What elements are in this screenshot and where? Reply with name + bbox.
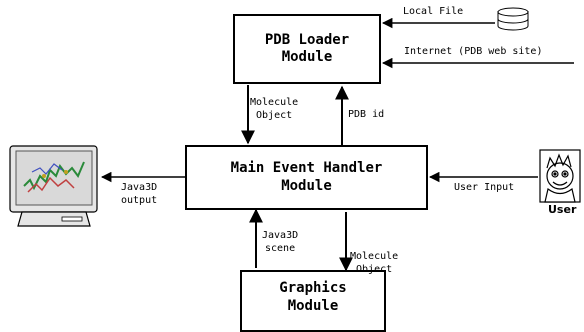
graphics-title: Graphics xyxy=(279,280,347,296)
java3d-scene-line2: scene xyxy=(265,243,296,254)
java3d-scene-label: Java3D scene xyxy=(262,229,298,255)
database-icon xyxy=(497,7,529,31)
internet-label: Internet (PDB web site) xyxy=(404,46,543,57)
pdb-loader-subtitle: Module xyxy=(281,49,333,65)
java3d-output-line2: output xyxy=(121,195,158,206)
molecule-object-label-2-line2: Object xyxy=(356,264,393,275)
pdb-id-label: PDB id xyxy=(348,109,385,120)
user-input-label: User Input xyxy=(454,182,515,193)
molecule-object-label-1-line1: Molecule xyxy=(250,97,299,108)
molecule-object-label-2-line1: Molecule xyxy=(350,251,399,262)
molecule-object-label-2: Molecule Object xyxy=(350,250,398,276)
main-event-handler-module: Main Event Handler Module xyxy=(185,145,428,210)
molecule-object-label-1: Molecule Object xyxy=(250,96,298,122)
user-label: User xyxy=(548,203,577,216)
pdb-loader-module: PDB Loader Module xyxy=(233,14,381,84)
java3d-scene-line1: Java3D xyxy=(262,230,299,241)
graphics-module: Graphics Module xyxy=(240,270,386,332)
molecule-object-label-1-line2: Object xyxy=(256,110,293,121)
local-file-label: Local File xyxy=(403,6,464,17)
monitor-icon xyxy=(9,145,98,227)
java3d-output-label: Java3D output xyxy=(121,181,157,207)
pdb-loader-title: PDB Loader xyxy=(264,31,350,48)
graphics-subtitle: Module xyxy=(287,297,339,314)
java3d-output-line1: Java3D xyxy=(121,182,158,193)
main-handler-subtitle: Module xyxy=(281,177,332,194)
main-handler-title: Main Event Handler xyxy=(230,160,383,176)
user-cartoon-icon xyxy=(539,149,581,203)
